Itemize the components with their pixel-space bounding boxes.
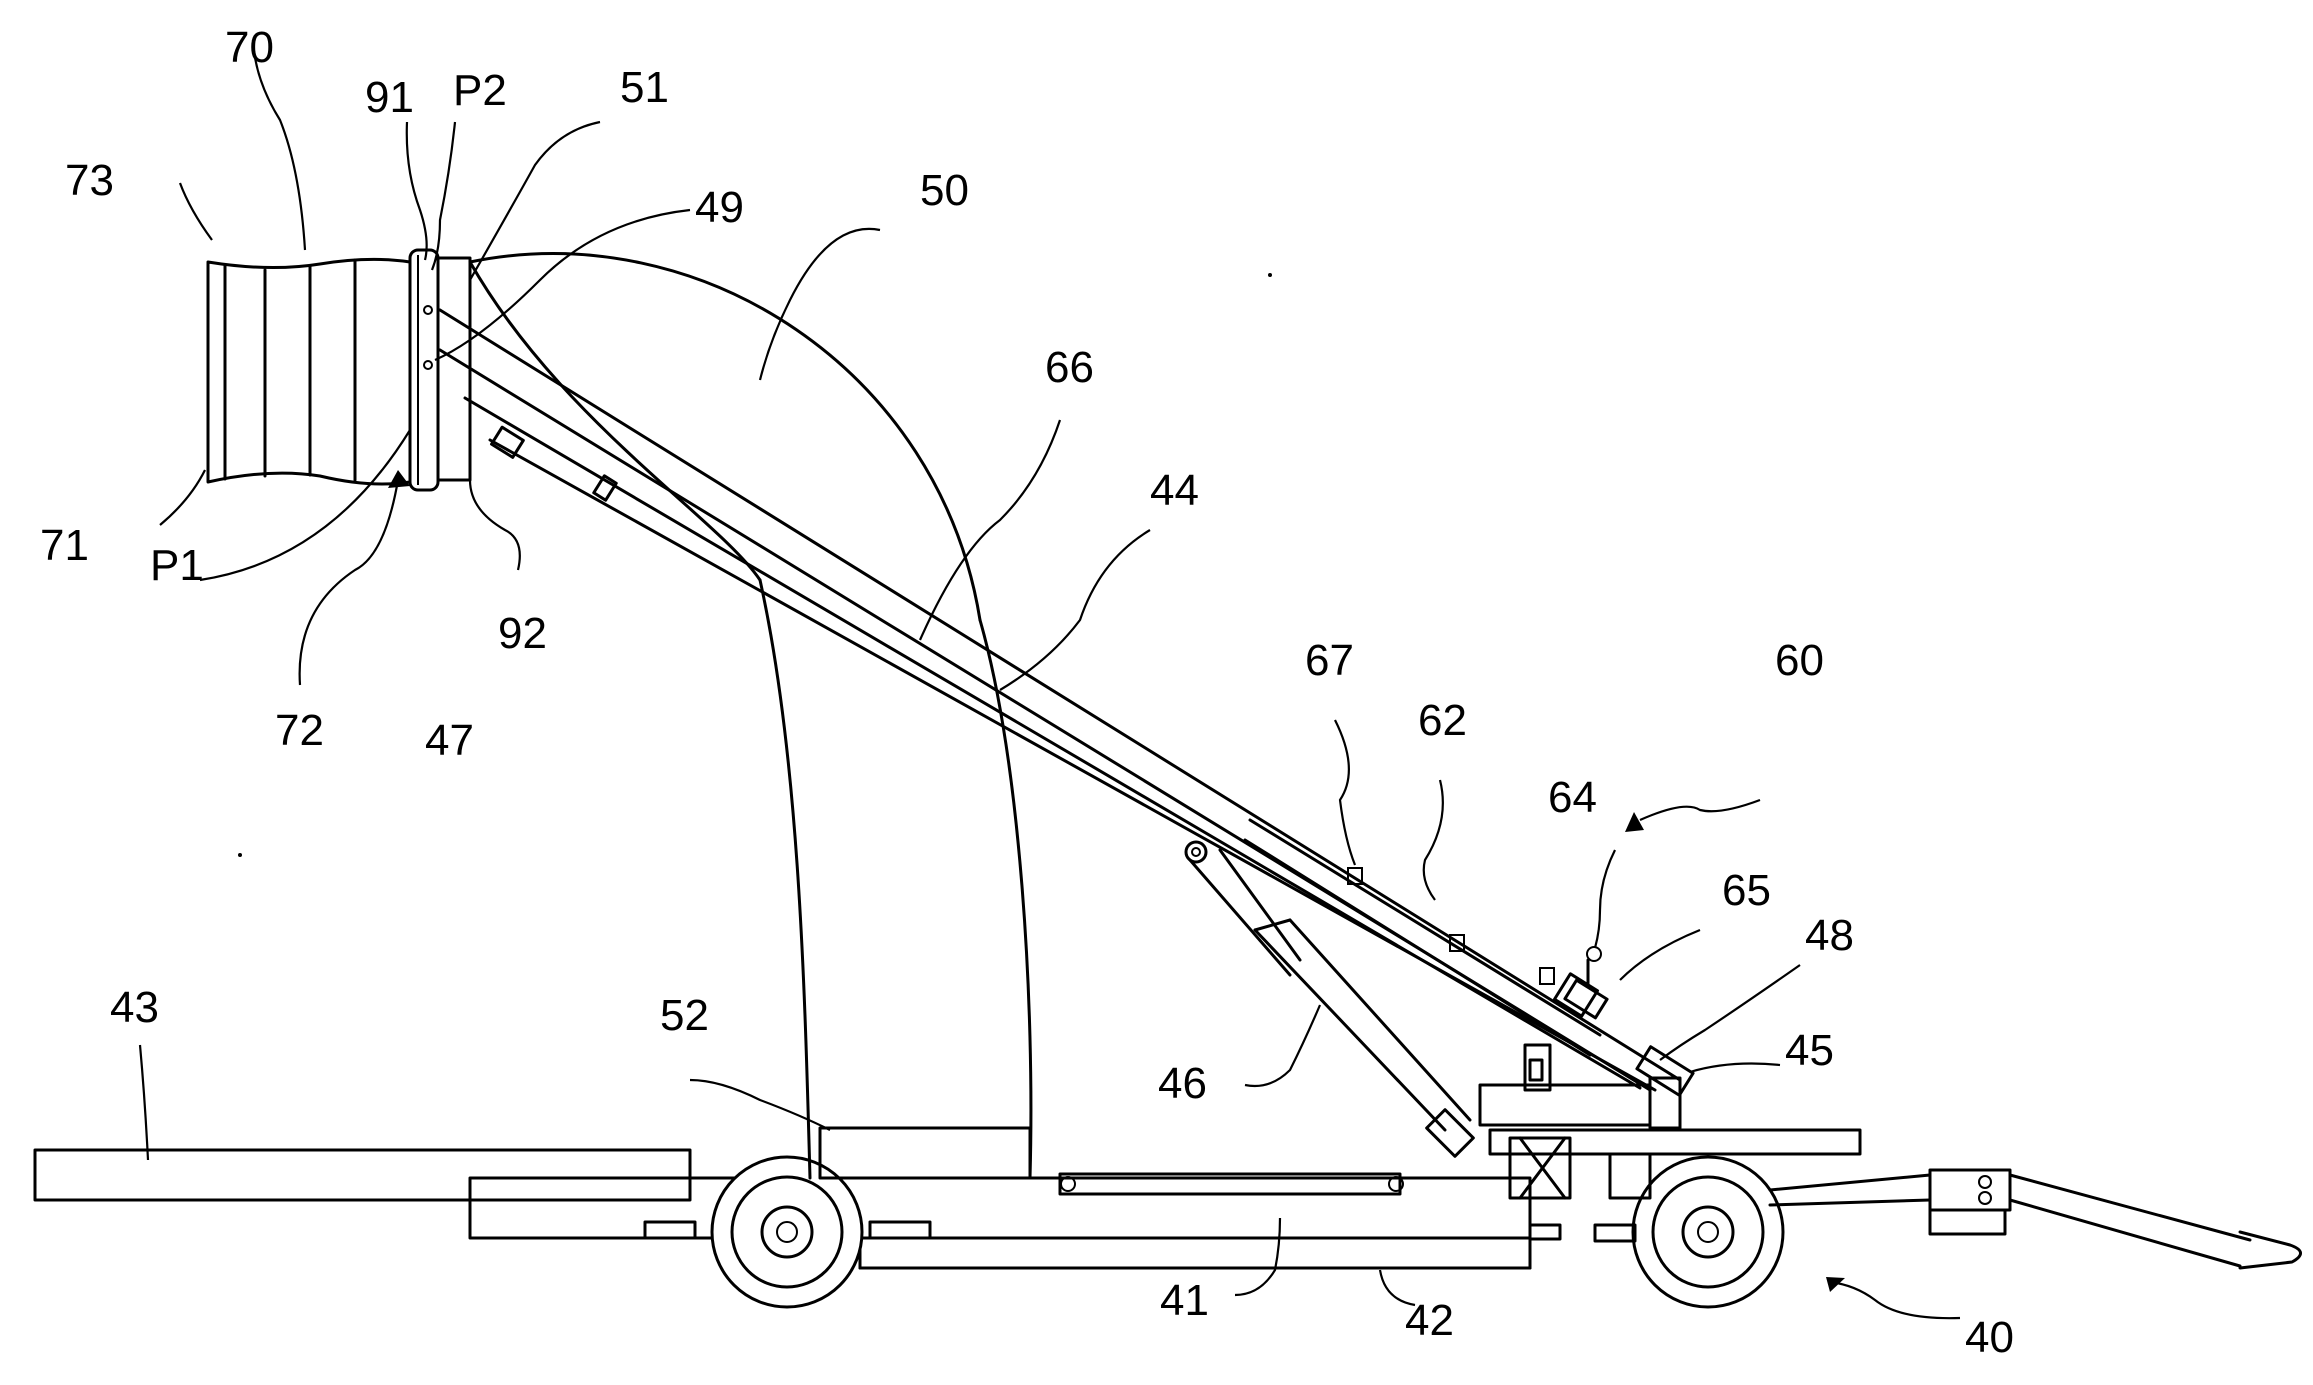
rear-deck-and-drawbar	[1488, 1128, 2302, 1270]
label-60: 60	[1775, 636, 1824, 685]
label-47: 47	[425, 716, 474, 765]
label-43: 43	[110, 983, 159, 1032]
label-41: 41	[1160, 1276, 1209, 1325]
label-92: 92	[498, 609, 547, 658]
label-91: 91	[365, 73, 414, 122]
label-72: 72	[275, 706, 324, 755]
label-52: 52	[660, 991, 709, 1040]
chute-50	[468, 252, 1033, 1180]
reference-labels: 70 91 P2 51 73 49 50 66 44 71 P1 92 72 4…	[40, 23, 2014, 1362]
front-wheel	[710, 1155, 864, 1309]
rear-wheel	[1631, 1155, 1785, 1309]
label-44: 44	[1150, 466, 1199, 515]
label-73: 73	[65, 156, 114, 205]
chute-base-52	[818, 1126, 1032, 1180]
hydraulic-cylinder-46	[1184, 840, 1475, 1158]
label-51: 51	[620, 63, 669, 112]
boom-rail-62	[1243, 818, 1602, 1057]
nozzle-assembly-47	[206, 248, 472, 492]
main-frame-41	[468, 1176, 1532, 1240]
actuator-64-65	[1563, 946, 1609, 1020]
arrowheads	[388, 470, 1845, 1292]
label-49: 49	[695, 183, 744, 232]
label-45: 45	[1785, 1026, 1834, 1075]
mount-45	[1478, 1043, 1682, 1130]
label-40: 40	[1965, 1313, 2014, 1362]
leader-lines	[138, 39, 1961, 1320]
label-50: 50	[920, 166, 969, 215]
label-67: 67	[1305, 636, 1354, 685]
label-p1: P1	[150, 541, 204, 590]
platform-deck-43	[33, 1148, 692, 1202]
label-48: 48	[1805, 911, 1854, 960]
label-64: 64	[1548, 773, 1597, 822]
label-65: 65	[1722, 866, 1771, 915]
label-p2: P2	[453, 66, 507, 115]
label-71: 71	[40, 521, 89, 570]
boom-end-48	[1635, 1045, 1695, 1097]
label-46: 46	[1158, 1059, 1207, 1108]
label-70: 70	[225, 23, 274, 72]
boom-44	[438, 308, 1682, 1092]
label-42: 42	[1405, 1296, 1454, 1345]
label-62: 62	[1418, 696, 1467, 745]
label-66: 66	[1045, 343, 1094, 392]
